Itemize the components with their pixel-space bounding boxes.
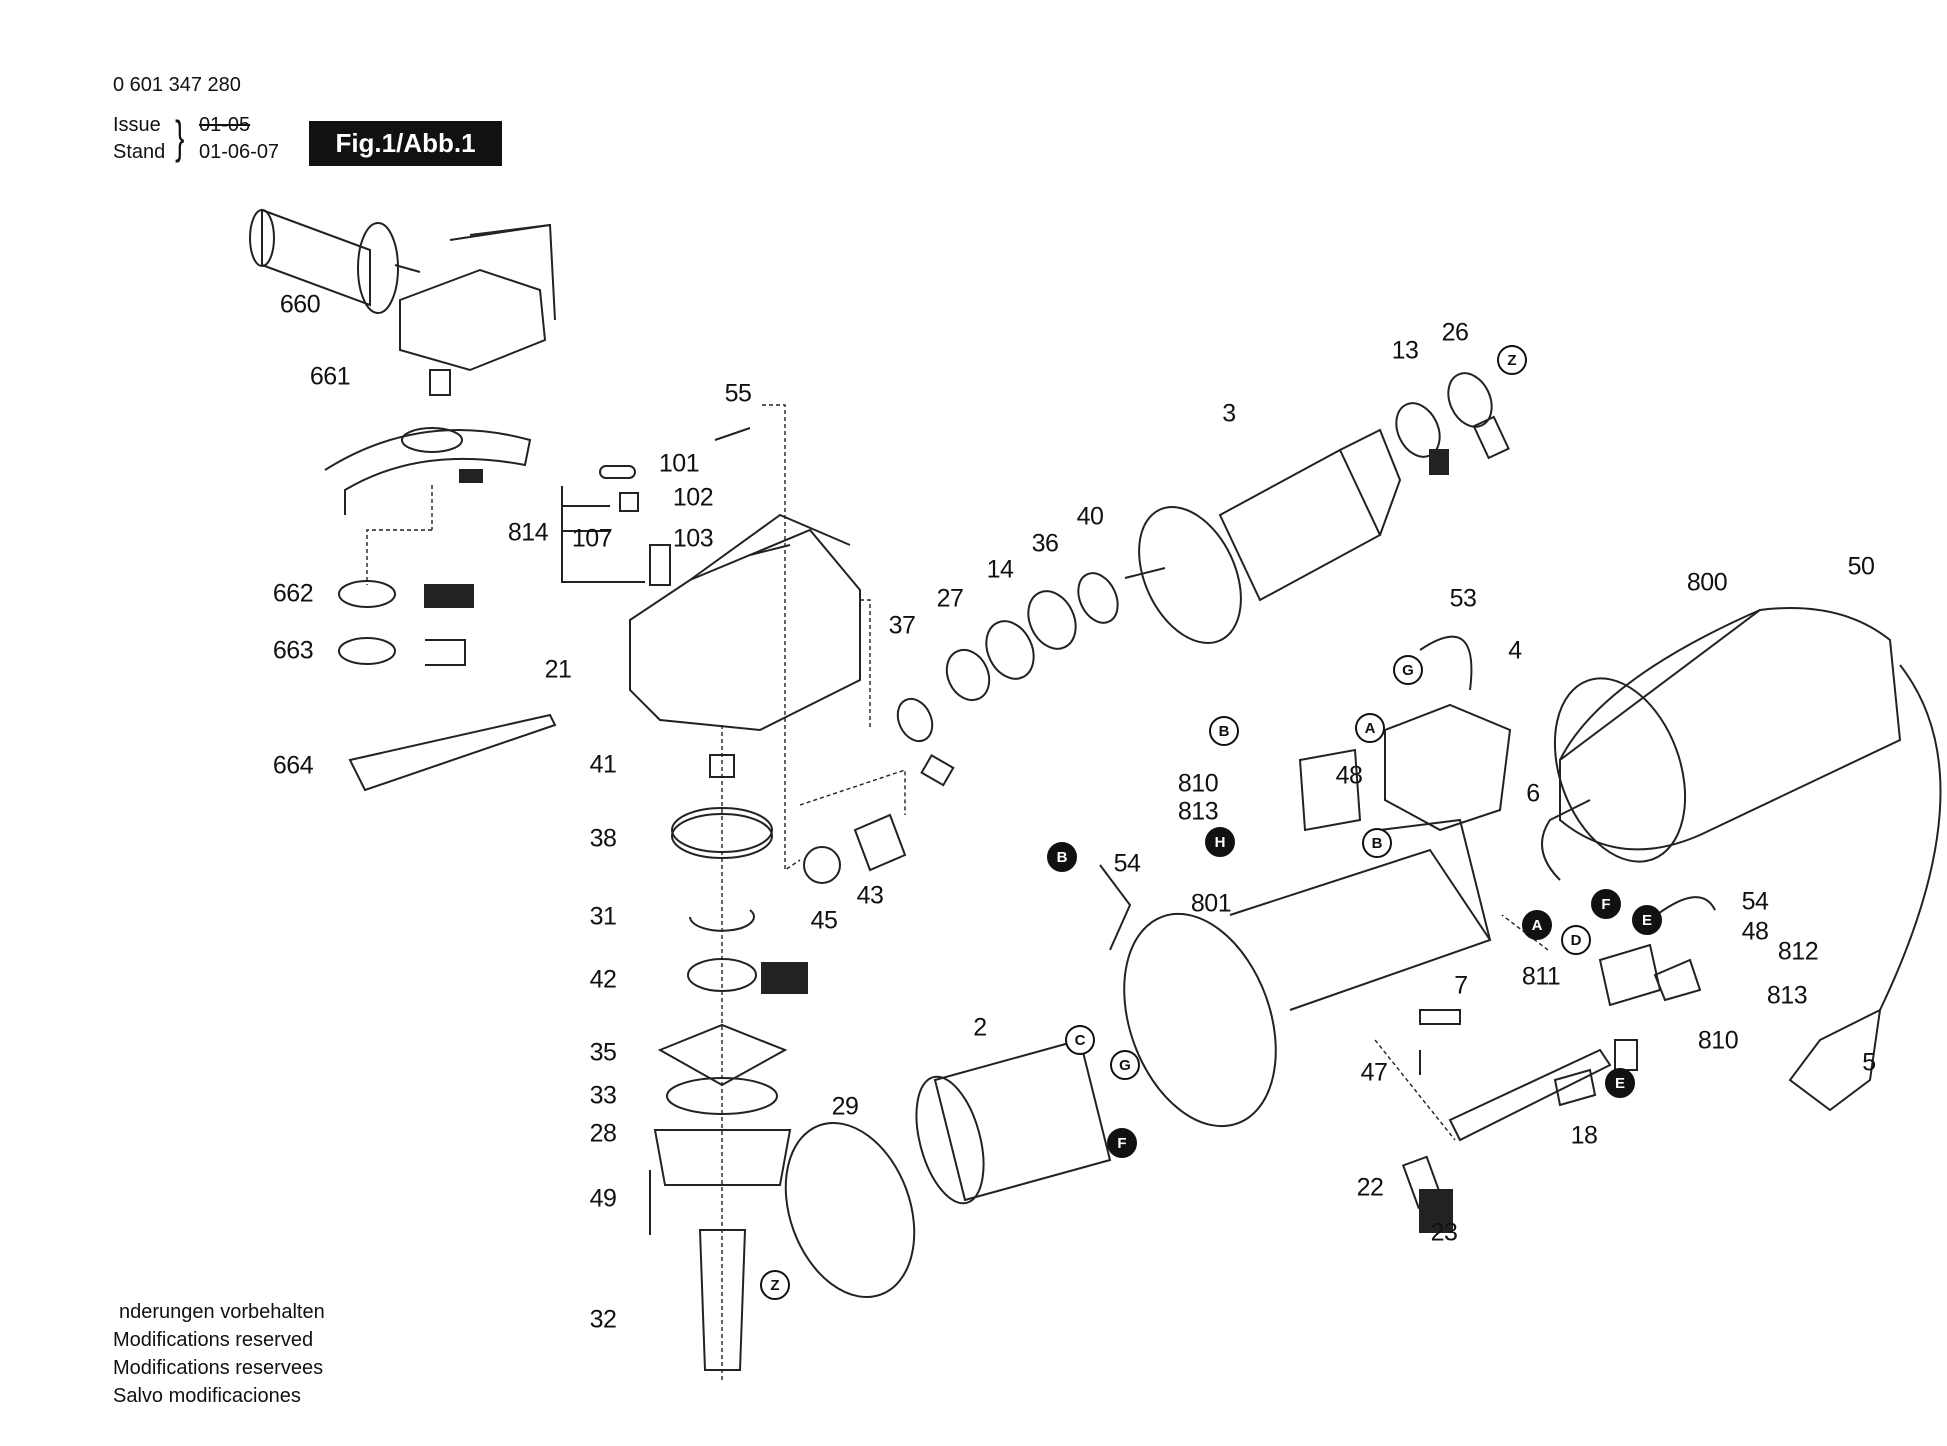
part-label: 660	[279, 290, 321, 319]
part-label: 22	[1356, 1173, 1384, 1202]
footer-line-spanish: Salvo modificaciones	[113, 1385, 301, 1407]
connector-h: H	[1205, 827, 1235, 857]
stator-drawing	[915, 1038, 1112, 1205]
part-label: 7	[1454, 971, 1468, 1000]
connector-b-3: B	[1047, 842, 1077, 872]
motor-housing-drawing	[1553, 607, 1902, 863]
part-label: 661	[309, 362, 351, 391]
part-label: 54	[1113, 849, 1141, 878]
connector-a: A	[1355, 713, 1385, 743]
part-label: 49	[589, 1184, 617, 1213]
issue-label: Issue	[113, 114, 161, 136]
part-label: 662	[272, 579, 314, 608]
connector-d: D	[1561, 925, 1591, 955]
field-housing-drawing	[1123, 818, 1492, 1128]
assembled-grinder-drawing	[399, 223, 556, 396]
part-label: 40	[1076, 502, 1104, 531]
part-label: 811	[1521, 962, 1561, 991]
part-label: 54	[1741, 887, 1769, 916]
part-label: 53	[1449, 584, 1477, 613]
part-label: 33	[589, 1081, 617, 1110]
connector-e-2: E	[1605, 1068, 1635, 1098]
part-label: 813	[1177, 797, 1219, 826]
connector-e: E	[1632, 905, 1662, 935]
part-label: 14	[986, 555, 1014, 584]
part-label: 664	[272, 751, 314, 780]
part-label: 812	[1777, 937, 1819, 966]
footer-notice: nderungen vorbehalten Modifications rese…	[113, 1298, 325, 1410]
part-label: 47	[1360, 1058, 1388, 1087]
part-label: 37	[888, 611, 916, 640]
connector-z: Z	[760, 1270, 790, 1300]
part-label: 810	[1697, 1026, 1739, 1055]
part-label: 2	[973, 1013, 987, 1042]
part-label: 103	[672, 524, 714, 553]
part-label: 813	[1766, 981, 1808, 1010]
connector-b: B	[1209, 716, 1239, 746]
part-label: 101	[658, 449, 700, 478]
connector-b-2: B	[1362, 828, 1392, 858]
part-label: 814	[507, 518, 549, 547]
wheel-guard-drawing	[324, 427, 532, 515]
part-label: 5	[1862, 1048, 1876, 1077]
part-label: 102	[672, 483, 714, 512]
part-label: 43	[856, 881, 884, 910]
connector-g: G	[1393, 655, 1423, 685]
connector-f: F	[1107, 1128, 1137, 1158]
connector-f-2: F	[1591, 889, 1621, 919]
part-label: 13	[1391, 336, 1419, 365]
part-label: 42	[589, 965, 617, 994]
part-label: 45	[810, 906, 838, 935]
part-label: 32	[589, 1305, 617, 1334]
part-label: 29	[831, 1092, 859, 1121]
connector-a-2: A	[1522, 910, 1552, 940]
part-label: 26	[1441, 318, 1469, 347]
part-label: 23	[1430, 1218, 1458, 1247]
part-label: 50	[1847, 552, 1875, 581]
part-label: 28	[589, 1119, 617, 1148]
part-label: 35	[589, 1038, 617, 1067]
connector-c: C	[1065, 1025, 1095, 1055]
part-label: 38	[589, 824, 617, 853]
part-label: 31	[589, 902, 617, 931]
part-label: 3	[1222, 399, 1236, 428]
connector-z-top: Z	[1497, 345, 1527, 375]
armature-drawing	[1124, 428, 1402, 644]
part-label: 6	[1526, 779, 1540, 808]
footer-line-english: Modifications reserved	[113, 1329, 314, 1351]
part-label: 4	[1508, 636, 1522, 665]
part-label: 107	[571, 524, 613, 553]
part-label: 55	[724, 379, 752, 408]
current-issue-date: 01-06-07	[199, 141, 280, 163]
part-label: 48	[1335, 761, 1363, 790]
footer-line-french: Modifications reservees	[113, 1357, 324, 1379]
figure-title: Fig.1/Abb.1	[309, 121, 502, 166]
part-label: 663	[272, 636, 314, 665]
part-label: 27	[936, 584, 964, 613]
part-label: 800	[1686, 568, 1728, 597]
side-handle-drawing	[249, 208, 421, 314]
connector-g-2: G	[1110, 1050, 1140, 1080]
stand-label: Stand	[113, 141, 166, 163]
part-label: 801	[1190, 889, 1232, 918]
brace-icon: }	[175, 111, 185, 163]
part-label: 810	[1177, 769, 1219, 798]
part-label: 36	[1031, 529, 1059, 558]
part-label: 48	[1741, 917, 1769, 946]
part-label: 41	[589, 750, 617, 779]
part-number: 0 601 347 280	[113, 74, 241, 96]
footer-line-german: nderungen vorbehalten	[119, 1301, 325, 1323]
part-label: 18	[1570, 1121, 1598, 1150]
gear-housing-drawing	[629, 513, 861, 732]
part-label: 21	[544, 655, 572, 684]
old-issue-date: 01-05	[199, 114, 251, 136]
